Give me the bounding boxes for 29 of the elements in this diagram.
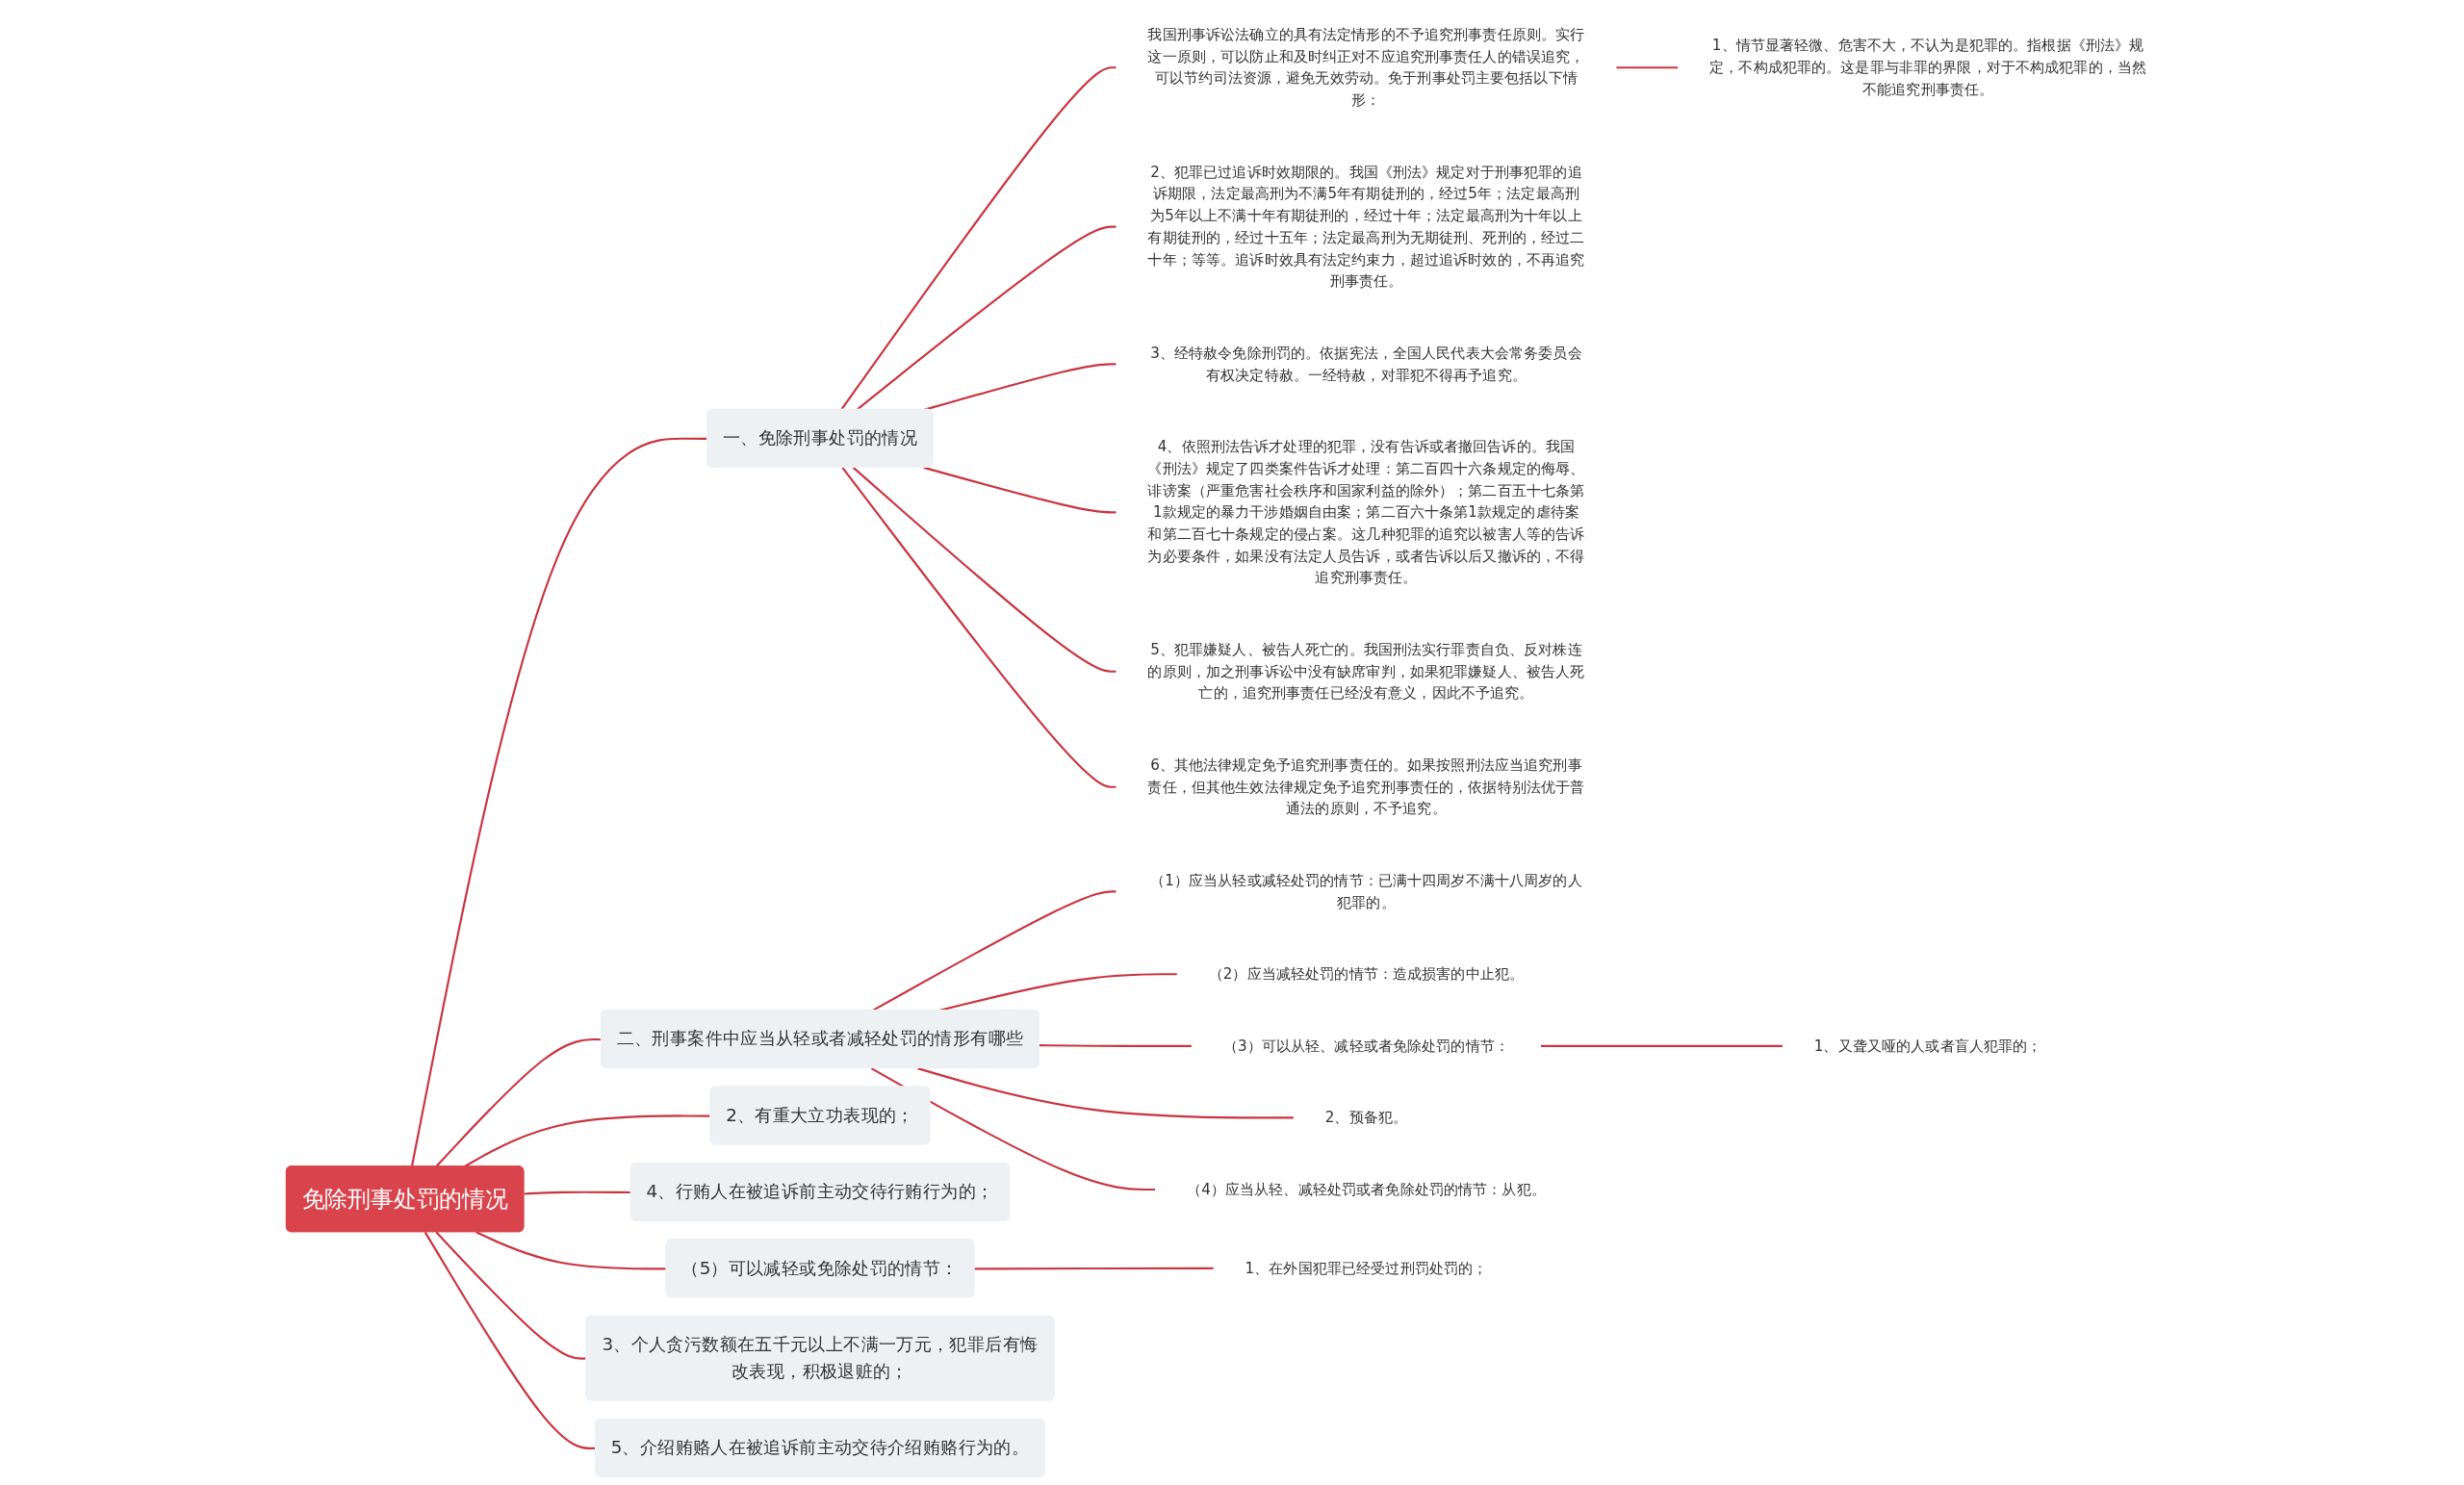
connector	[1540, 1044, 1784, 1047]
node-text: 2、犯罪已过追诉时效期限的。我国《刑法》规定对于刑事犯罪的追诉期限，法定最高刑为不满5年有期徒刑的，经过5年；法定最高刑为5年以上不满十年有期徒刑的，经过十年；法定最高刑为十年以上有期徒刑的，经过十五年；法定最高刑为无期徒刑、死刑的，经过二十年；等等。追诉时效具有法定约束力，超过追诉时效的，不再追究刑事责任。	[1147, 163, 1585, 290]
node-text: 1、又聋又哑的人或者盲人犯罪的；	[1813, 1037, 2042, 1054]
node-text: 5、犯罪嫌疑人、被告人死亡的。我国刑法实行罪责自负、反对株连的原则，加之刑事诉讼中没有缺席审判，如果犯罪嫌疑人、被告人死亡的，追究刑事责任已经没有意义，因此不予追究。	[1147, 640, 1585, 702]
connector	[917, 1067, 1295, 1119]
node-text: 1、情节显著轻微、危害不大，不认为是犯罪的。指根据《刑法》规定，不构成犯罪的。这是罪与非罪的界限，对于不构成犯罪的，当然不能追究刑事责任。	[1709, 37, 2147, 98]
connector	[856, 225, 1116, 411]
connector	[475, 1231, 667, 1270]
connector	[923, 363, 1116, 411]
connector	[870, 1067, 1156, 1191]
connector	[923, 466, 1116, 514]
node-text: 3、经特赦令免除刑罚的。依据宪法，全国人民代表大会常务委员会有权决定特赦。一经特赦，对罪犯不得再予追究。	[1150, 344, 1582, 383]
node-text: 2、预备犯。	[1324, 1109, 1408, 1126]
node-text: 1、在外国犯罪已经受过刑罚处罚的；	[1245, 1259, 1488, 1277]
connector	[524, 1191, 631, 1195]
connector	[852, 467, 1116, 673]
connector	[1040, 1044, 1193, 1047]
node-text: 4、依照刑法告诉才处理的犯罪，没有告诉或者撤回告诉的。我国《刑法》规定了四类案件告诉才处理：第二百四十六条规定的侮辱、诽谤案（严重危害社会秩序和国家利益的除外）；第二百五十七条第1款规定的暴力干涉婚姻自由案；第二百六十条第1款规定的虐待案和第二百七十条规定的侵占案。这几种犯罪的追究以被害人等的告诉为必要条件，如果没有法定人员告诉，或者告诉以后又撤诉的，不得追究刑事责任。	[1147, 438, 1585, 586]
connector	[974, 1267, 1215, 1270]
node-text: （1）应当从轻或减轻处罚的情节：已满十四周岁不满十八周岁的人犯罪的。	[1150, 871, 1582, 910]
connector	[840, 66, 1116, 411]
node-text: 我国刑事诉讼法确立的具有法定情形的不予追究刑事责任原则。实行这一原则，可以防止和及时纠正对不应追究刑事责任人的错误追究，可以节约司法资源，避免无效劳动。免于刑事处罚主要包括以下情形：	[1147, 26, 1585, 109]
node-text: （3）可以从轻、减轻或者免除处罚的情节：	[1222, 1037, 1510, 1054]
node-text: 6、其他法律规定免予追究刑事责任的。如果按照刑法应当追究刑事责任，但其他生效法律规定免予追究刑事责任的，依据特别法优于普通法的原则，不予追究。	[1147, 755, 1585, 817]
connector	[841, 467, 1116, 788]
node-text: （2）应当减轻处罚的情节：造成损害的中止犯。	[1208, 965, 1525, 983]
connector	[1615, 66, 1679, 69]
connector	[435, 1037, 602, 1167]
node-text: （4）应当从轻、减轻处罚或者免除处罚的情节：从犯。	[1187, 1180, 1546, 1198]
